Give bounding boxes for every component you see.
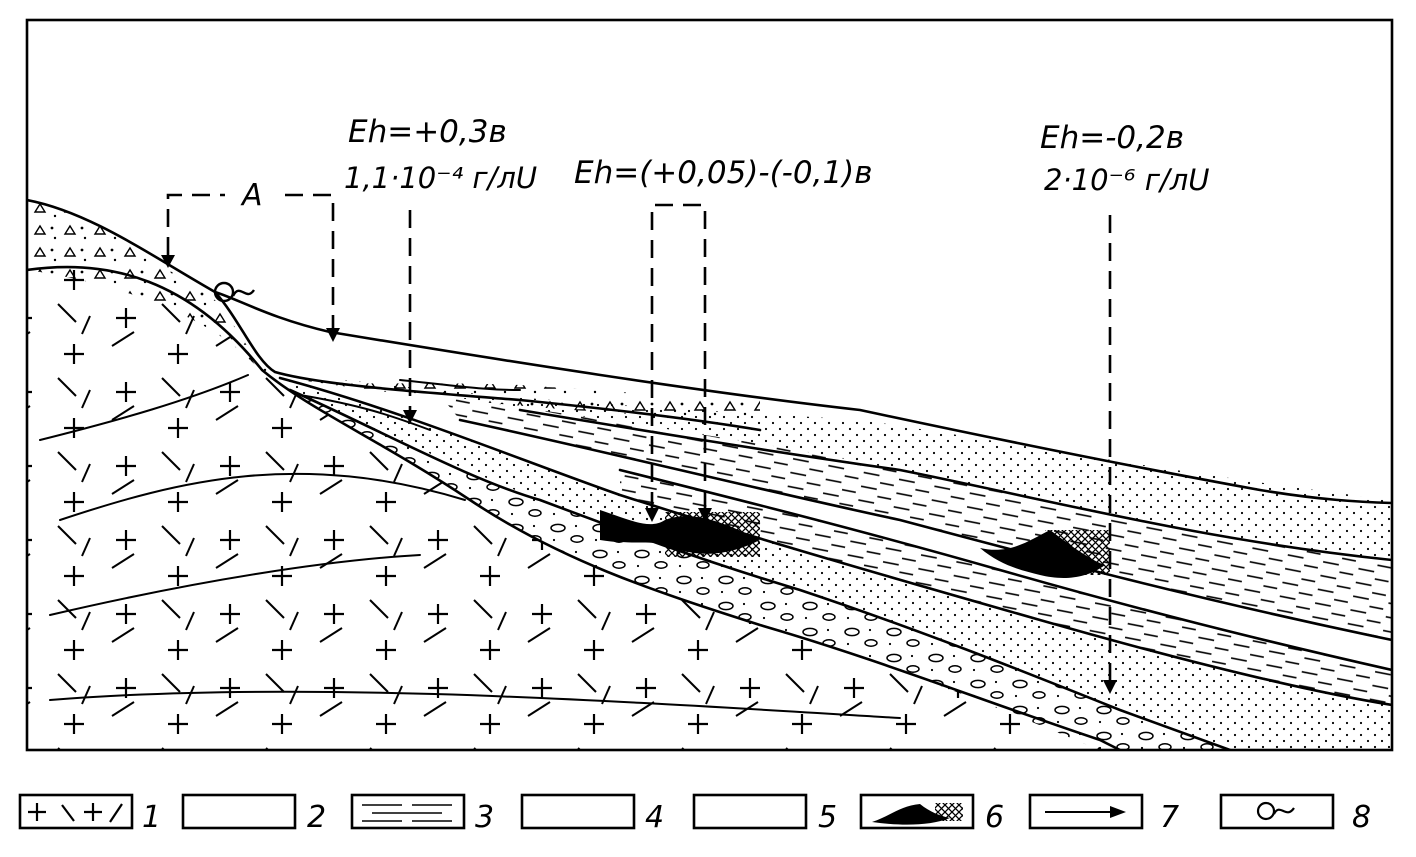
granite-basement	[27, 266, 1120, 750]
sampling-arrow-right	[1103, 680, 1117, 694]
sand-layer-lower	[280, 378, 1392, 750]
sampling-bracket-middle	[650, 203, 707, 510]
concentration-right-label: 2·10⁻⁶ г/лU	[1044, 163, 1210, 197]
eh-left-label: Eh=+0,3в	[348, 114, 507, 150]
legend-item-3: 3	[350, 793, 494, 835]
sampling-arrow-middle-left	[645, 508, 659, 522]
eh-middle-label: Eh=(+0,05)-(-0,1)в	[574, 155, 873, 191]
svg-text:6: 6	[985, 800, 1004, 835]
boundary-3	[278, 376, 1392, 707]
bracket-a-arrow-left	[161, 255, 175, 268]
sampling-arrow-left	[403, 410, 417, 424]
svg-text:3: 3	[475, 800, 494, 835]
legend-item-5: 5	[692, 793, 837, 835]
legend-item-8: 8	[1219, 793, 1371, 835]
svg-text:4: 4	[645, 800, 664, 835]
clay-layer-lower	[620, 470, 1392, 705]
svg-text:5: 5	[818, 800, 837, 835]
svg-text:1: 1	[142, 800, 161, 835]
boundary-6	[618, 468, 1392, 672]
eh-right-label: Eh=-0,2в	[1040, 120, 1184, 156]
ore-halo-middle	[665, 512, 760, 557]
ground-surface	[27, 198, 1392, 505]
sand-layer-upper	[330, 378, 1392, 560]
flow-line-1	[39, 374, 249, 441]
point-a-label: A	[240, 178, 263, 213]
svg-text:2: 2	[307, 800, 326, 835]
granite-contact	[27, 265, 1122, 750]
ore-halo-right	[1045, 530, 1110, 575]
legend-item-4: 4	[520, 793, 664, 835]
clay-layer-upper	[440, 395, 1392, 640]
boundary-5	[518, 408, 1392, 562]
legend-item-2: 2	[181, 793, 326, 835]
spring-symbol	[213, 281, 255, 303]
legend-item-1: 1	[18, 793, 161, 835]
flow-line-2	[59, 472, 466, 521]
flow-line-6	[399, 379, 521, 391]
boundary-4	[458, 418, 1392, 642]
legend-item-6: 6	[859, 793, 1004, 835]
bracket-a	[166, 193, 335, 330]
flow-line-4	[49, 690, 901, 719]
flow-line-3	[49, 554, 421, 616]
boundary-1	[213, 290, 762, 432]
concentration-left-label: 1,1·10⁻⁴ г/лU	[344, 161, 537, 195]
svg-text:7: 7	[1160, 800, 1179, 835]
sampling-arrow-middle-right	[698, 508, 712, 522]
svg-text:8: 8	[1352, 800, 1371, 835]
legend-item-7: 7	[1028, 793, 1179, 835]
legend: 1 2 3 4 5 6 7	[18, 793, 1371, 835]
weathering-crust	[27, 200, 760, 420]
bracket-a-arrow-right	[326, 328, 340, 342]
flow-line-5	[299, 394, 431, 431]
